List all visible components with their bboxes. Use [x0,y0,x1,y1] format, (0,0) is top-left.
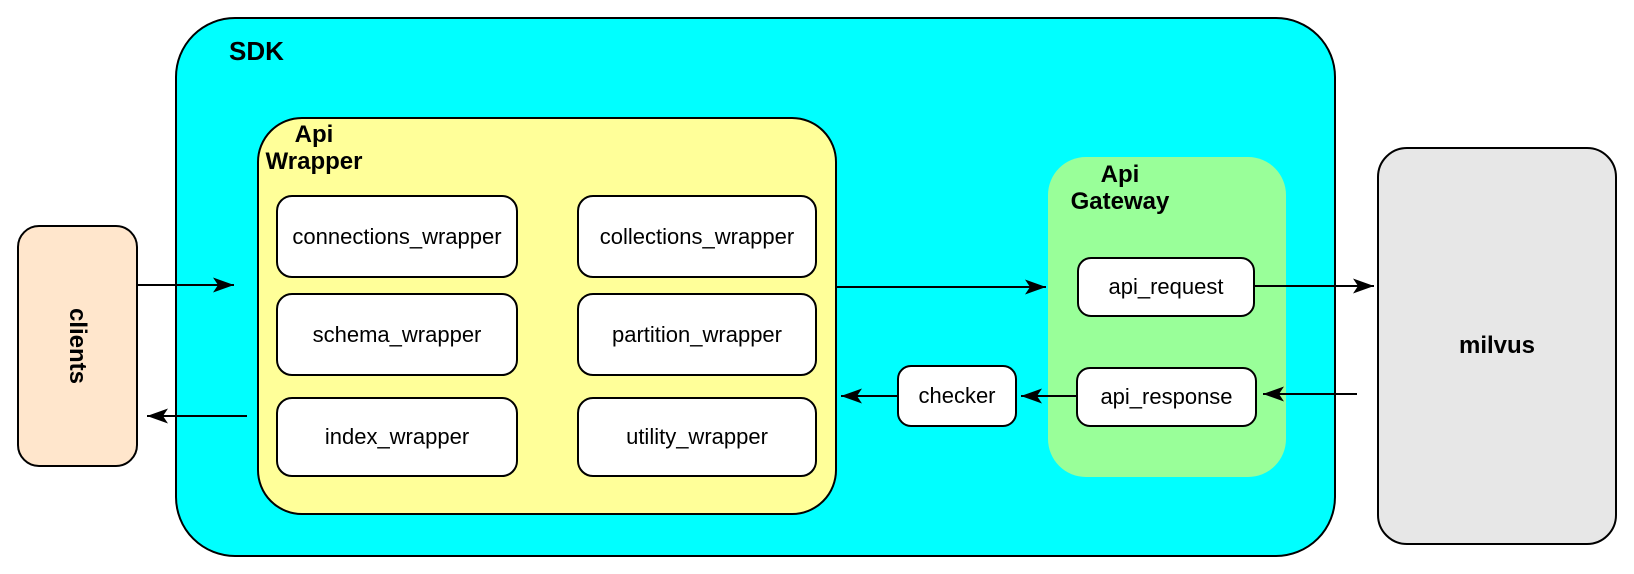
sdk-label: SDK [229,36,284,66]
partition-wrapper-node: partition_wrapper [577,293,817,376]
checker-node: checker [897,365,1017,427]
api-wrapper-label: Api Wrapper [265,121,363,175]
schema-wrapper-node: schema_wrapper [276,293,518,376]
index-wrapper-label: index_wrapper [324,424,470,449]
connections-wrapper-node: connections_wrapper [276,195,518,278]
schema-wrapper-label: schema_wrapper [312,321,482,347]
api-gateway-label: Api Gateway [1070,161,1170,215]
collections-wrapper-node: collections_wrapper [577,195,817,278]
checker-label: checker [918,383,996,408]
clients-node: clients [17,225,138,467]
api-response-node: api_response [1076,367,1257,427]
connections-wrapper-label: connections_wrapper [292,223,502,249]
partition-wrapper-label: partition_wrapper [612,321,782,347]
api-response-label: api_response [1100,384,1233,409]
milvus-label: milvus [1458,332,1536,359]
api-request-node: api_request [1077,257,1255,317]
milvus-node: milvus [1377,147,1617,545]
api-request-label: api_request [1108,274,1224,299]
utility-wrapper-label: utility_wrapper [626,424,768,449]
utility-wrapper-node: utility_wrapper [577,397,817,477]
clients-label: clients [64,307,92,385]
index-wrapper-node: index_wrapper [276,397,518,477]
collections-wrapper-label: collections_wrapper [599,223,795,249]
